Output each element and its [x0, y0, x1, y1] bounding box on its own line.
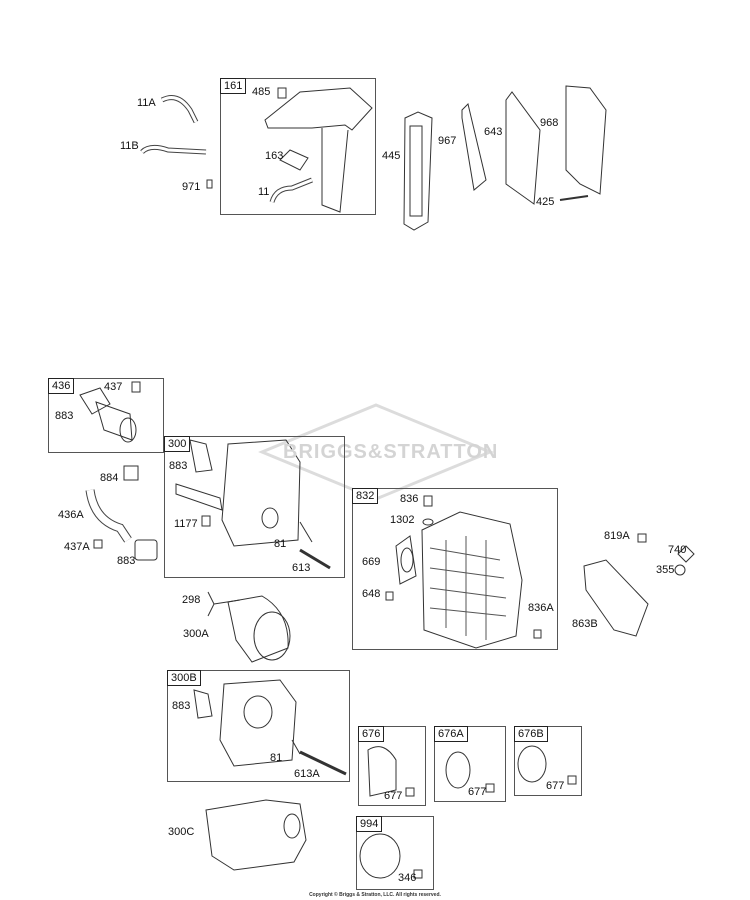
- group-box-300B: [167, 670, 350, 782]
- part-label-836A[interactable]: 836A: [528, 602, 554, 614]
- part-label-968[interactable]: 968: [540, 117, 559, 129]
- brand-watermark: BRIGGS&STRATTON: [283, 441, 499, 463]
- part-label-883-a[interactable]: 883: [55, 410, 74, 422]
- part-label-355[interactable]: 355: [656, 564, 675, 576]
- part-label-643[interactable]: 643: [484, 126, 503, 138]
- group-box-300: [164, 436, 345, 578]
- part-label-11B[interactable]: 11B: [120, 140, 139, 152]
- group-box-161: [220, 78, 376, 215]
- group-box-676A: [434, 726, 506, 802]
- part-label-300C[interactable]: 300C: [168, 826, 195, 838]
- part-label-437A[interactable]: 437A: [64, 541, 90, 553]
- part-label-669[interactable]: 669: [362, 556, 381, 568]
- part-label-971[interactable]: 971: [182, 181, 201, 193]
- group-tag-676B[interactable]: 676B: [514, 726, 548, 742]
- part-label-836[interactable]: 836: [400, 493, 419, 505]
- part-label-163[interactable]: 163: [265, 150, 284, 162]
- group-box-994: [356, 816, 434, 890]
- part-label-883-c[interactable]: 883: [169, 460, 188, 472]
- part-label-425[interactable]: 425: [536, 196, 555, 208]
- group-tag-676[interactable]: 676: [358, 726, 385, 742]
- group-tag-161[interactable]: 161: [220, 78, 247, 94]
- part-label-445[interactable]: 445: [382, 150, 401, 162]
- part-label-436A[interactable]: 436A: [58, 509, 84, 521]
- group-tag-300[interactable]: 300: [164, 436, 191, 452]
- part-label-1177[interactable]: 1177: [174, 518, 198, 530]
- part-label-677-b[interactable]: 677: [468, 786, 487, 798]
- group-box-676B: [514, 726, 582, 796]
- part-label-863B[interactable]: 863B: [572, 618, 598, 630]
- group-tag-994[interactable]: 994: [356, 816, 383, 832]
- part-label-11A[interactable]: 11A: [137, 97, 156, 109]
- part-label-485[interactable]: 485: [252, 86, 271, 98]
- part-label-613A[interactable]: 613A: [294, 768, 320, 780]
- part-label-967[interactable]: 967: [438, 135, 457, 147]
- part-label-1302[interactable]: 1302: [390, 514, 415, 526]
- part-label-740[interactable]: 740: [668, 544, 687, 556]
- part-label-819A[interactable]: 819A: [604, 530, 630, 542]
- part-label-648[interactable]: 648: [362, 588, 381, 600]
- part-label-298[interactable]: 298: [182, 594, 201, 606]
- part-label-677-c[interactable]: 677: [546, 780, 565, 792]
- part-label-81-b[interactable]: 81: [270, 752, 283, 764]
- part-label-613[interactable]: 613: [292, 562, 311, 574]
- group-tag-676A[interactable]: 676A: [434, 726, 468, 742]
- part-label-883-b[interactable]: 883: [117, 555, 136, 567]
- group-box-436: [48, 378, 164, 453]
- group-tag-300B[interactable]: 300B: [167, 670, 201, 686]
- group-tag-832[interactable]: 832: [352, 488, 379, 504]
- part-label-300A[interactable]: 300A: [183, 628, 209, 640]
- group-tag-436[interactable]: 436: [48, 378, 75, 394]
- part-label-883-d[interactable]: 883: [172, 700, 191, 712]
- group-box-676: [358, 726, 426, 806]
- group-box-832: [352, 488, 558, 650]
- part-label-346[interactable]: 346: [398, 872, 417, 884]
- part-label-81-a[interactable]: 81: [274, 538, 287, 550]
- part-label-437[interactable]: 437: [104, 381, 123, 393]
- part-label-884[interactable]: 884: [100, 472, 119, 484]
- copyright-notice: Copyright © Briggs & Stratton, LLC. All …: [309, 892, 441, 898]
- part-label-11[interactable]: 11: [258, 186, 270, 198]
- part-label-677-a[interactable]: 677: [384, 790, 403, 802]
